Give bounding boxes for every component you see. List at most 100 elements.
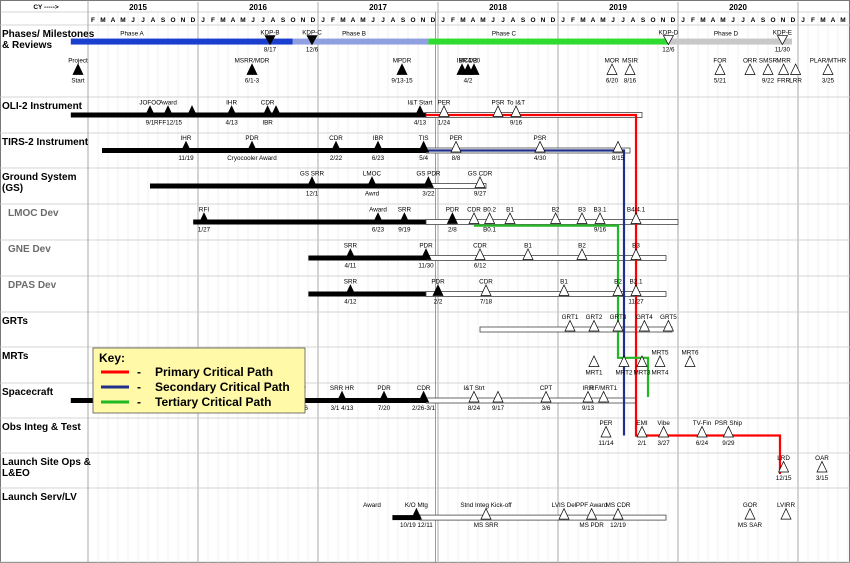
milestone-triangle [654, 355, 666, 367]
year-label: 2020 [729, 3, 747, 12]
month-label: J [491, 17, 495, 24]
milestone-date: MS SRR [474, 522, 499, 529]
milestone-label: Award [159, 100, 177, 107]
milestone-label: GS SRR [300, 171, 325, 178]
month-label: M [360, 17, 365, 24]
milestone-label: GRT5 [660, 314, 677, 321]
milestone-label: SRR HR [330, 385, 355, 392]
schedule-bar-completed [392, 515, 420, 521]
milestone-label: GS PDR [416, 171, 441, 178]
milestone-label: B0.2 [483, 207, 496, 214]
milestone-label: TIS [419, 135, 429, 142]
month-label: N [781, 17, 786, 24]
milestone-label: GS CDR [468, 171, 493, 178]
milestone-date: 12/19 [610, 522, 626, 529]
milestone-label: 4/20 [468, 58, 481, 65]
month-label: D [551, 17, 556, 24]
milestone-triangle [588, 355, 600, 367]
milestone-date: MRT1 [585, 370, 603, 377]
milestone-date: 11/19 [178, 155, 194, 162]
milestone-label: B4/4.1 [627, 207, 646, 214]
phase-bar-segment [669, 38, 792, 45]
month-label: D [431, 17, 436, 24]
month-label: J [261, 17, 265, 24]
month-label: N [181, 17, 186, 24]
milestone-triangle [744, 63, 756, 75]
milestone-date: Start [71, 78, 85, 85]
milestone-date: 12/1 [306, 191, 319, 198]
month-label: F [691, 17, 695, 24]
milestone-label: KDP-C [302, 30, 322, 37]
milestone-triangle [198, 212, 210, 224]
milestone-label: B2.1 [630, 279, 643, 286]
milestone-label: LVIS Del [552, 502, 576, 509]
milestone-date: 4/30 [534, 155, 547, 162]
month-label: F [811, 17, 815, 24]
milestone-label: FOR [713, 58, 727, 65]
row-label: Obs Integ & Test [2, 422, 81, 433]
month-label: M [720, 17, 725, 24]
milestone-label: B1 [560, 279, 568, 286]
milestone-date: B0.1 [483, 227, 496, 234]
month-label: S [761, 17, 766, 24]
milestone-date: IBR [262, 120, 273, 127]
milestone-triangle [344, 248, 356, 260]
milestone-label: CDR [479, 279, 493, 286]
milestone-triangle [606, 63, 618, 75]
schedule-bar-completed [70, 112, 427, 118]
milestone-label: PSR Ship [715, 420, 743, 427]
milestone-date: 12/6 [662, 47, 675, 54]
milestone-triangle [744, 507, 756, 520]
month-label: M [220, 17, 225, 24]
milestone-label: MCDR [459, 58, 478, 65]
milestone-label: EMI [636, 420, 647, 427]
milestone-date: MS PDR [579, 522, 604, 529]
milestone-triangle [662, 319, 674, 332]
milestone-triangle [586, 507, 598, 520]
month-label: N [421, 17, 426, 24]
month-label: J [801, 17, 805, 24]
schedule-bar-completed [102, 148, 426, 153]
milestone-triangle [564, 319, 576, 332]
milestone-label: GRT2 [586, 314, 603, 321]
milestone-label: B2 [614, 279, 622, 286]
milestone-triangle [420, 248, 432, 260]
milestone-date: 8/24 [468, 405, 481, 412]
milestone-label: PER [438, 100, 451, 107]
milestone-date: MS SAR [738, 522, 763, 529]
milestone-date: 11/14 [598, 440, 614, 447]
milestone-label: MPDR [393, 58, 412, 65]
milestone-triangle [630, 284, 642, 296]
milestone-label: SMSR [759, 58, 778, 65]
month-label: J [371, 17, 375, 24]
milestone-date: 3/15 [816, 475, 829, 482]
milestone-label: CPT [540, 385, 553, 392]
milestone-triangle [186, 105, 198, 117]
milestone-date: 5/21 [714, 78, 727, 85]
milestone-triangle [780, 507, 792, 520]
milestone-label: PLAR/MTHR [810, 58, 847, 65]
year-label: 2015 [129, 3, 147, 12]
milestone-label: B2 [578, 243, 586, 250]
milestone-triangle [778, 460, 790, 473]
milestone-triangle [480, 284, 492, 296]
row-label: Ground System [2, 172, 77, 183]
milestone-date: 6/23 [372, 155, 385, 162]
milestone-triangle [398, 212, 410, 224]
milestone-triangle [418, 390, 430, 403]
milestone-label: MS CDR [606, 502, 631, 509]
milestone-date: 4/12 [344, 299, 357, 306]
month-label: A [711, 17, 716, 24]
milestone-triangle [558, 284, 570, 296]
milestone-label: IHR [226, 100, 237, 107]
milestone-date: 2/26-3/1 [412, 405, 436, 412]
phase-bar-segment [292, 38, 429, 45]
milestone-label: B2 [552, 207, 560, 214]
schedule-bar-completed [150, 183, 426, 189]
milestone-triangle [714, 63, 726, 75]
milestone-label: PDR [431, 279, 445, 286]
milestone-date: 9/16 [510, 120, 523, 127]
milestone-label: B3.1 [594, 207, 607, 214]
key-item-label: Tertiary Critical Path [155, 395, 271, 409]
